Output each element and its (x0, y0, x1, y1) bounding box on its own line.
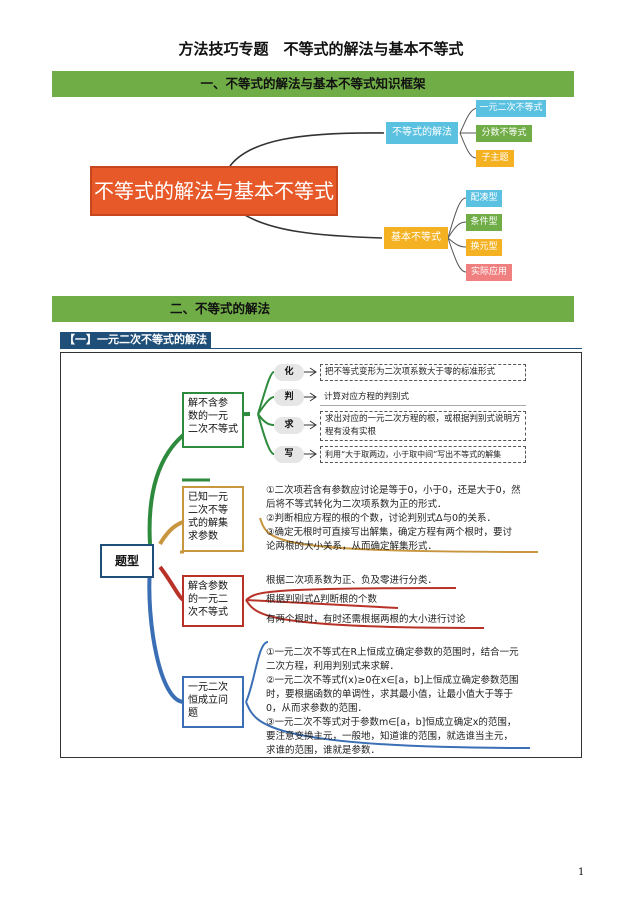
node-solve-no-param: 解不含参 数的一元 二次不等式 (182, 392, 244, 448)
node-line: 式的解集 (188, 518, 228, 529)
step-text: 利用“大于取两边，小于取中间”写出不等式的解集 (320, 446, 526, 463)
leaf-quadratic-inequality: 一元二次不等式 (476, 100, 546, 117)
step-key: 判 (274, 389, 304, 406)
step-text: 把不等式变形为二次项系数大于零的标准形式 (320, 364, 526, 381)
root-node-question-types: 题型 (100, 544, 154, 578)
node-solve-with-param: 解含参数 的一元二 次不等式 (182, 575, 244, 627)
known-solution-line: ①二次项若含有参数应讨论是等于0，小于0，还是大于0，然 (266, 485, 521, 496)
leaf-fractional-inequality: 分数不等式 (476, 125, 532, 142)
known-solution-line: 后将不等式转化为二次项系数为正的形式． (266, 499, 447, 510)
always-holds-line: ②一元二次不等式f(x)≥0在x∈[a，b]上恒成立确定参数范围 (266, 675, 519, 686)
leaf-substitution-type: 换元型 (466, 239, 502, 256)
mindmap-2-frame (60, 352, 582, 758)
section-1-band (52, 71, 574, 97)
node-line: 一元二次 (188, 682, 228, 693)
page-number: 1 (578, 867, 585, 878)
node-line: 的一元二 (188, 594, 228, 605)
always-holds-line: 要注意变换主元，一般地，知道谁的范围，就选谁当主元， (266, 731, 514, 742)
node-line: 数的一元 (188, 411, 228, 422)
leaf-pairing-type: 配凑型 (466, 190, 502, 207)
step-key: 化 (274, 364, 304, 381)
mindmap-1-connectors (229, 107, 479, 273)
mindmap-1-center: 不等式的解法与基本不等式 (90, 166, 338, 216)
node-line: 次不等式 (188, 607, 228, 618)
with-param-line: 根据判别式Δ判断根的个数 (266, 594, 377, 605)
branch-basic-inequality: 基本不等式 (384, 227, 448, 249)
branch-inequality-solving: 不等式的解法 (386, 122, 458, 144)
section-1-heading: 一、不等式的解法与基本不等式知识框架 (200, 76, 426, 91)
always-holds-line: 求谁的范围，谁就是参数． (266, 745, 381, 756)
always-holds-line: 二次方程，利用判别式来求解． (266, 661, 400, 672)
step-text: 计算对应方程的判别式 (320, 390, 526, 406)
subsection-rule (60, 348, 582, 349)
node-known-solution-find-param: 已知一元 二次不等 式的解集 求参数 (182, 486, 244, 552)
node-line: 恒成立问 (188, 695, 228, 706)
always-holds-line: ①一元二次不等式在R上恒成立确定参数的范围时，结合一元 (266, 647, 519, 658)
step-text: 求出对应的一元二次方程的根，或根据判别式说明方程有没有实根 (320, 411, 526, 441)
node-line: 题 (188, 708, 198, 719)
node-line: 二次不等 (188, 505, 228, 516)
always-holds-line: ③一元二次不等式对于参数m∈[a，b]恒成立确定x的范围， (266, 717, 517, 728)
with-param-line: 有两个根时，有时还需根据两根的大小进行讨论 (266, 614, 466, 625)
node-line: 求参数 (188, 531, 218, 542)
node-always-holds: 一元二次 恒成立问 题 (182, 676, 244, 728)
leaf-subtopic: 子主题 (476, 150, 514, 167)
step-key: 求 (274, 417, 304, 434)
node-line: 二次不等式 (188, 424, 238, 435)
leaf-practical-application: 实际应用 (466, 264, 512, 281)
always-holds-line: 时，要根据函数的单调性，求其最小值，让最小值大于等于 (266, 689, 514, 700)
known-solution-line: 论两根的大小关系，从而确定解集形式． (266, 541, 438, 552)
step-key: 写 (274, 446, 304, 463)
with-param-line: 根据二次项系数为正、负及零进行分类． (266, 575, 438, 586)
subsection-heading: 【一】一元二次不等式的解法 (60, 332, 211, 348)
node-line: 已知一元 (188, 492, 228, 503)
known-solution-line: ③确定无根时可直接写出解集，确定方程有两个根时，要讨 (266, 527, 513, 538)
known-solution-line: ②判断相应方程的根的个数，讨论判别式Δ与0的关系． (266, 513, 497, 524)
node-line: 解不含参 (188, 398, 228, 409)
node-line: 解含参数 (188, 581, 228, 592)
section-2-band (52, 296, 574, 322)
leaf-condition-type: 条件型 (466, 214, 502, 231)
always-holds-line: 0，从而求参数的范围． (266, 703, 368, 714)
section-2-heading: 二、不等式的解法 (170, 301, 271, 316)
page-title: 方法技巧专题 不等式的解法与基本不等式 (178, 40, 464, 58)
